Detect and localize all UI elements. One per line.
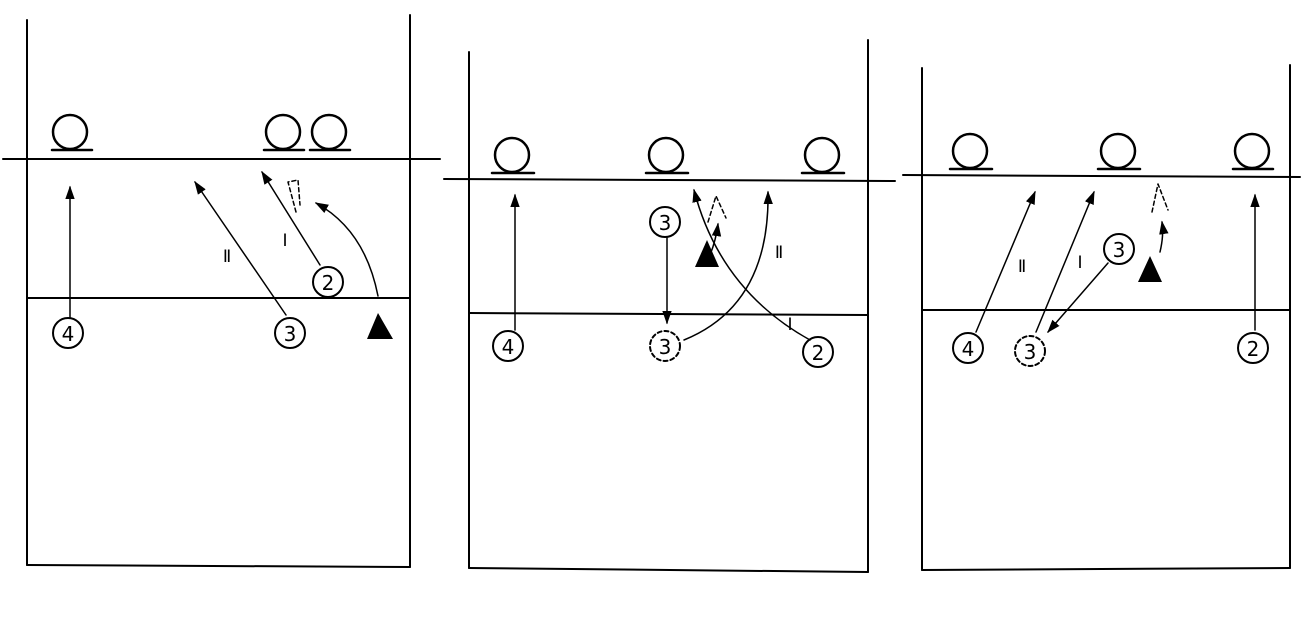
court-right: Ⅱ Ⅰ 4 3 3 2 bbox=[902, 64, 1301, 571]
svg-text:3: 3 bbox=[659, 335, 672, 359]
player-right-4: 4 bbox=[952, 332, 984, 364]
route-label-left-1: Ⅰ bbox=[282, 231, 287, 251]
svg-text:3: 3 bbox=[1113, 238, 1126, 262]
svg-text:3: 3 bbox=[659, 211, 672, 235]
svg-text:2: 2 bbox=[812, 341, 825, 365]
court-middle-net bbox=[443, 178, 896, 182]
player-right-3: 3 bbox=[1103, 233, 1135, 265]
setter-right-triangle-icon bbox=[1138, 256, 1162, 282]
path-left-3 bbox=[194, 180, 287, 316]
svg-text:3: 3 bbox=[1024, 340, 1037, 364]
setter-middle-dashed-icon bbox=[707, 195, 727, 223]
route-label-right-1: Ⅰ bbox=[1077, 253, 1082, 273]
path-left-2 bbox=[261, 170, 321, 266]
court-left-baseline bbox=[26, 564, 411, 568]
setter-right-dashed-icon bbox=[1151, 183, 1169, 213]
blocker-middle-3 bbox=[800, 136, 846, 175]
court-middle: Ⅱ Ⅰ 4 3 3 2 bbox=[443, 39, 896, 573]
svg-text:2: 2 bbox=[322, 271, 335, 295]
player-left-4: 4 bbox=[52, 317, 84, 349]
svg-text:4: 4 bbox=[502, 335, 515, 359]
court-left: Ⅱ Ⅰ 4 3 2 bbox=[2, 14, 441, 568]
svg-text:4: 4 bbox=[962, 337, 975, 361]
blocker-middle-2 bbox=[644, 136, 690, 175]
route-label-middle-1: Ⅰ bbox=[787, 315, 792, 335]
player-left-3: 3 bbox=[274, 317, 306, 349]
blocker-middle-1 bbox=[490, 136, 536, 175]
blocker-right-3 bbox=[1231, 132, 1275, 171]
player-left-2: 2 bbox=[312, 266, 344, 298]
path-right-4 bbox=[975, 190, 1036, 333]
svg-text:4: 4 bbox=[62, 322, 75, 346]
blocker-left-3 bbox=[308, 113, 352, 152]
path-right-3-dashed bbox=[1035, 190, 1095, 333]
court-right-baseline bbox=[921, 567, 1291, 571]
path-right-3 bbox=[1047, 262, 1109, 334]
svg-text:3: 3 bbox=[284, 322, 297, 346]
blocker-left-2 bbox=[262, 113, 306, 152]
path-middle-3-attack bbox=[683, 190, 773, 341]
svg-text:2: 2 bbox=[1247, 337, 1260, 361]
player-middle-2: 2 bbox=[802, 336, 834, 368]
path-left-setter bbox=[314, 202, 379, 297]
setter-left-dashed-icon bbox=[287, 179, 301, 213]
blocker-right-2 bbox=[1096, 132, 1142, 171]
route-label-right-2: Ⅱ bbox=[1018, 257, 1026, 277]
path-right-setter bbox=[1159, 220, 1169, 253]
player-right-3-dashed: 3 bbox=[1014, 335, 1046, 367]
player-middle-4: 4 bbox=[492, 330, 524, 362]
setter-middle-triangle-icon bbox=[695, 240, 719, 267]
route-label-left-2: Ⅱ bbox=[223, 247, 231, 267]
court-right-net bbox=[902, 174, 1301, 178]
player-right-2: 2 bbox=[1237, 332, 1269, 364]
blocker-right-1 bbox=[948, 132, 994, 171]
blocker-left-1 bbox=[50, 113, 94, 152]
court-middle-baseline bbox=[468, 567, 869, 573]
court-middle-attack-line bbox=[468, 312, 869, 316]
path-middle-2 bbox=[692, 188, 811, 341]
player-middle-3-dashed: 3 bbox=[649, 330, 681, 362]
player-middle-3-top: 3 bbox=[649, 206, 681, 238]
setter-left-triangle-icon bbox=[367, 313, 393, 339]
route-label-middle-2: Ⅱ bbox=[775, 243, 783, 263]
